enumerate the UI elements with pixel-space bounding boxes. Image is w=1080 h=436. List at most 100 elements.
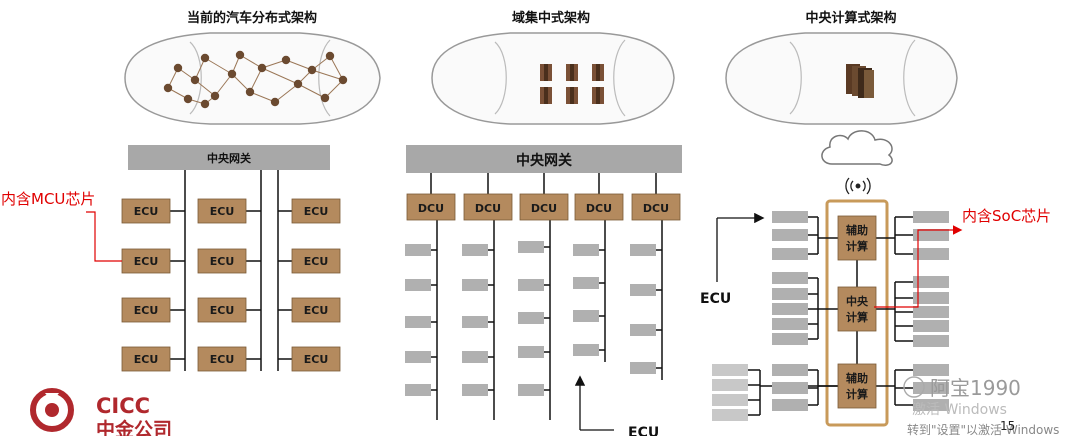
ecu-gray: [772, 333, 808, 345]
ecu-gray: [913, 399, 949, 411]
network-node: [338, 75, 348, 85]
ecu-box: [197, 198, 247, 224]
ecu-gray: [913, 320, 949, 332]
ecu-gray: [518, 346, 544, 358]
ecu-gray: [913, 276, 949, 288]
car-domain: [431, 32, 675, 125]
title-domain: 域集中式架构: [512, 10, 590, 26]
ecu-label: ECU: [134, 255, 159, 268]
domain-chip: [574, 87, 578, 104]
car-distributed: [124, 32, 381, 125]
ecu-gray: [630, 362, 656, 374]
ecu-gray: [630, 284, 656, 296]
gateway-middle: [406, 145, 682, 173]
title-distributed: 当前的汽车分布式架构: [187, 10, 317, 26]
ecu-box: [197, 248, 247, 274]
dcu-label: DCU: [586, 202, 612, 215]
compute-unit-aux_top: [837, 215, 877, 261]
ecu-gray: [573, 244, 599, 256]
compute-label-aux_top: 辅助: [846, 223, 868, 237]
ecu-label: ECU: [210, 353, 235, 366]
dcu-label: DCU: [531, 202, 557, 215]
ecu-box: [121, 198, 171, 224]
ecu-gray: [573, 344, 599, 356]
ecu-label: ECU: [134, 205, 159, 218]
ecu-box: [291, 346, 341, 372]
ecu-gray: [712, 394, 748, 406]
ecu-label: ECU: [134, 353, 159, 366]
ecu-label: ECU: [304, 353, 329, 366]
wechat-icon: [903, 376, 925, 398]
domain-chip: [548, 87, 552, 104]
ecu-label: ECU: [304, 255, 329, 268]
logo-zh: 中金公司: [96, 418, 172, 436]
compute-frame: [825, 199, 889, 427]
compute-unit-aux_bottom: [837, 363, 877, 409]
ecu-gray: [405, 279, 431, 291]
ecu-gray: [518, 279, 544, 291]
ecu-gray: [772, 382, 808, 394]
ecu-box: [291, 248, 341, 274]
dcu-label: DCU: [475, 202, 501, 215]
network-node: [173, 63, 183, 73]
logo-en: CICC: [96, 394, 150, 418]
dcu-box: [406, 193, 456, 221]
network-node: [325, 51, 335, 61]
network-node: [163, 83, 173, 93]
ecu-gray: [772, 248, 808, 260]
network-node: [235, 50, 245, 60]
network-node: [190, 75, 200, 85]
mcu-callout-line: [86, 211, 122, 262]
network-node: [245, 87, 255, 97]
network-node: [200, 53, 210, 63]
ecu-gray: [462, 244, 488, 256]
ecu-label: ECU: [134, 304, 159, 317]
ecu-gray: [772, 211, 808, 223]
compute-label-aux_top: 计算: [846, 239, 868, 253]
network-node: [183, 94, 193, 104]
domain-chip: [574, 64, 578, 81]
ecu-label: ECU: [210, 205, 235, 218]
ecu-label: ECU: [304, 205, 329, 218]
ecu-gray: [772, 399, 808, 411]
dcu-box: [519, 193, 569, 221]
ecu-box: [121, 346, 171, 372]
compute-unit-central: [837, 286, 877, 332]
ecu-box: [291, 198, 341, 224]
ecu-gray: [913, 248, 949, 260]
ecu-gray: [772, 229, 808, 241]
ecu-gray: [630, 244, 656, 256]
title-central: 中央计算式架构: [805, 10, 896, 26]
ecu-label: ECU: [210, 255, 235, 268]
network-node: [257, 63, 267, 73]
gateway-middle-label: 中央网关: [516, 152, 572, 169]
ecu-gray: [573, 277, 599, 289]
dcu-box: [631, 193, 681, 221]
ecu-gray: [405, 351, 431, 363]
ecu-box: [197, 297, 247, 323]
domain-chip: [548, 64, 552, 81]
network-node: [270, 97, 280, 107]
ecu-gray: [518, 312, 544, 324]
ecu-gray: [462, 316, 488, 328]
ecu-gray: [573, 310, 599, 322]
wireless-icon: [845, 177, 871, 195]
watermark: 阿宝1990 激活 Windows 转到"设置"以激活 Windows: [903, 376, 1059, 436]
ecu-label: ECU: [210, 304, 235, 317]
dcu-box: [574, 193, 624, 221]
ecu-gray: [913, 335, 949, 347]
ecu-box: [121, 297, 171, 323]
cicc-logo: CICC 中金公司: [30, 388, 172, 436]
ecu-box: [197, 346, 247, 372]
ecu-gray: [630, 324, 656, 336]
cloud-icon: [821, 130, 893, 167]
ecu-label: ECU: [304, 304, 329, 317]
ecu-label-middle: ECU: [628, 425, 659, 436]
ecu-gray: [405, 244, 431, 256]
ecu-gray: [913, 306, 949, 318]
network-node: [293, 79, 303, 89]
network-node: [200, 99, 210, 109]
soc-callout: 内含SoC芯片: [962, 207, 1051, 225]
